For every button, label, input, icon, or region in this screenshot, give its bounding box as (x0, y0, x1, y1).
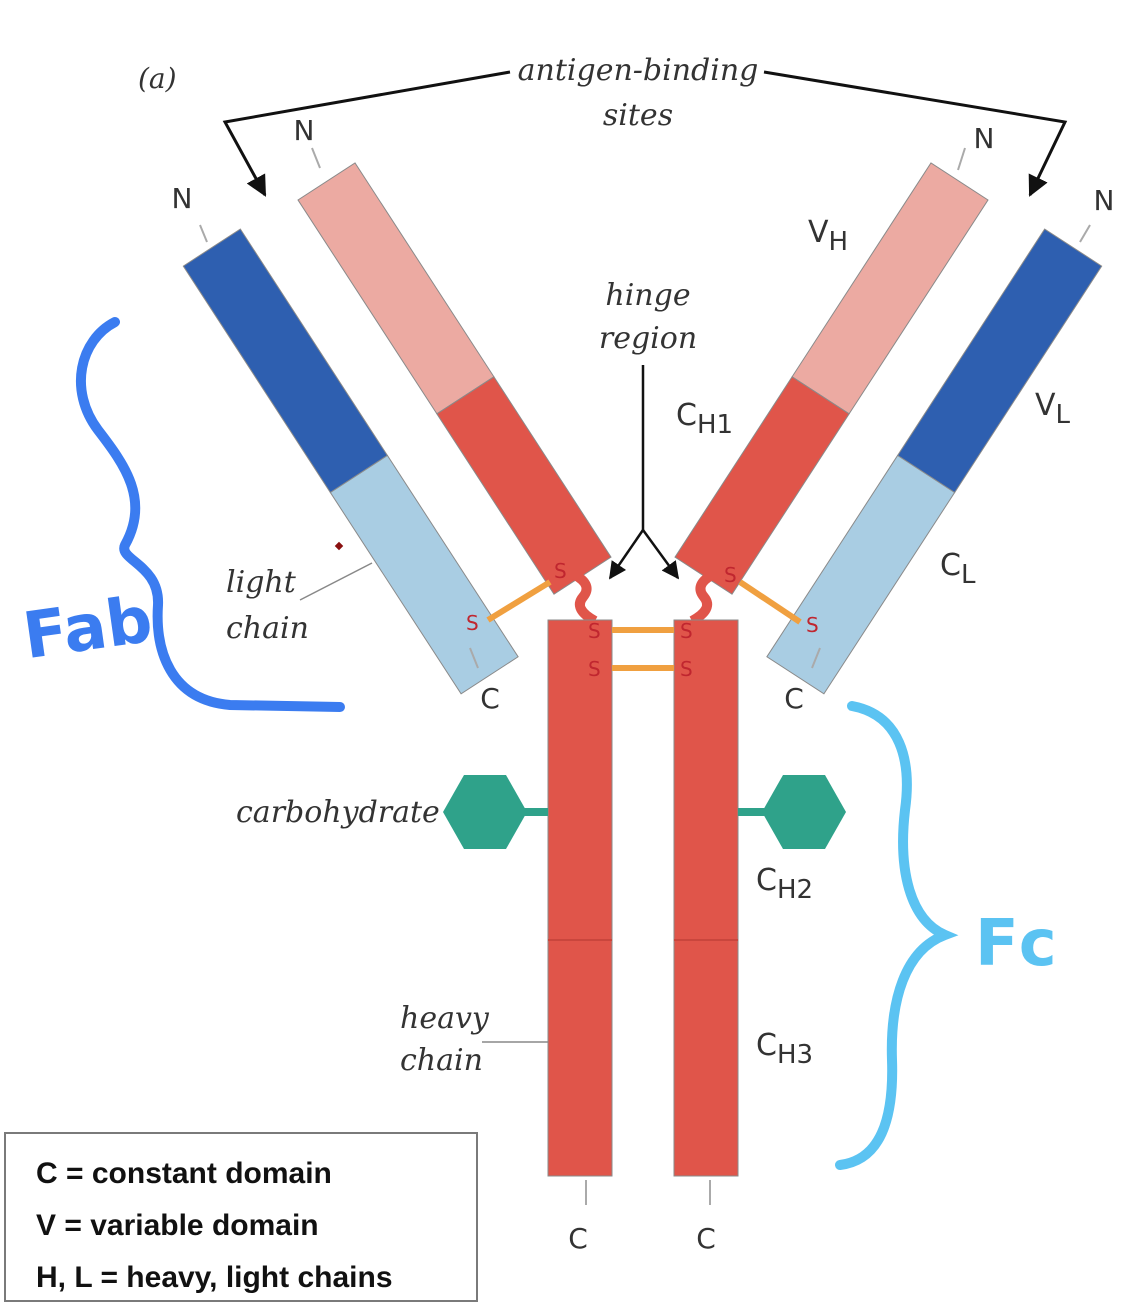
light-chain-label-line1: light (226, 565, 297, 600)
ch3-label: CH3 (756, 1028, 813, 1070)
disulfide-s-left-cl: S (466, 611, 479, 635)
carbohydrate-left (443, 775, 527, 849)
carbohydrate-label: carbohydrate (236, 795, 440, 830)
left-ch1-domain (436, 376, 612, 595)
disulfide-s-right-ch1: S (724, 563, 737, 587)
disulfide-s-hinge-right-1: S (680, 619, 693, 643)
right-light-chain (766, 228, 1103, 695)
hinge-label-line2: region (599, 321, 697, 356)
left-light-chain (182, 228, 519, 695)
n-terminus-right-light: N (1094, 184, 1115, 217)
carbohydrate-right (762, 775, 846, 849)
c-terminus-right-heavy: C (696, 1222, 716, 1255)
disulfide-s-left-ch1: S (554, 559, 567, 583)
fc-bracket (835, 701, 959, 1170)
legend-variable: V = variable domain (36, 1209, 319, 1242)
left-cl-domain (329, 454, 519, 695)
c-terminus-left-heavy: C (568, 1222, 588, 1255)
n-terminus-right-heavy: N (974, 122, 995, 155)
antigen-binding-label-line1: antigen-binding (518, 53, 759, 88)
heavy-chain-label-line1: heavy (400, 1001, 490, 1036)
left-heavy-chain-fc (547, 619, 613, 1177)
left-light-heavy-disulfide (486, 579, 552, 623)
disulfide-s-right-cl: S (806, 613, 819, 637)
right-cl-domain (766, 454, 956, 695)
cl-label: CL (940, 548, 976, 590)
right-light-heavy-disulfide (738, 579, 802, 625)
right-heavy-chain-fab (674, 162, 989, 595)
disulfide-s-hinge-left-1: S (588, 619, 601, 643)
fab-bracket (76, 317, 345, 712)
fc-annotation: Fc (975, 907, 1057, 981)
right-hinge (689, 570, 715, 626)
disulfide-s-hinge-right-2: S (680, 657, 693, 681)
left-heavy-chain-fab (297, 162, 612, 595)
legend-constant: C = constant domain (36, 1157, 332, 1190)
n-terminus-left-light: N (172, 182, 193, 215)
ch1-label: CH1 (676, 398, 733, 440)
light-chain-label-line2: chain (226, 611, 309, 646)
c-terminus-left-light: C (480, 682, 500, 715)
hinge-left-arrow (608, 529, 645, 580)
panel-label: (a) (138, 62, 177, 95)
antigen-site-left-arrow (222, 70, 511, 197)
marker-dot (334, 541, 344, 551)
legend-box: C = constant domain V = variable domain … (4, 1132, 478, 1302)
hinge-right-arrow (641, 529, 680, 580)
n-terminus-left-heavy: N (294, 114, 315, 147)
disulfide-s-hinge-left-2: S (588, 657, 601, 681)
heavy-chain-label-line2: chain (400, 1043, 483, 1078)
vl-label: VL (1035, 388, 1071, 430)
vh-label: VH (808, 215, 848, 257)
antigen-site-right-arrow (763, 70, 1068, 197)
legend-chains: H, L = heavy, light chains (36, 1261, 393, 1294)
light-chain-leader (299, 562, 373, 601)
ch2-label: CH2 (756, 863, 813, 905)
left-hinge (572, 570, 598, 626)
c-terminus-right-light: C (784, 682, 804, 715)
right-heavy-chain-fc (673, 619, 739, 1177)
antigen-binding-label-line2: sites (603, 98, 673, 133)
fab-annotation: Fab (19, 583, 157, 674)
hinge-label-line1: hinge (605, 278, 690, 313)
